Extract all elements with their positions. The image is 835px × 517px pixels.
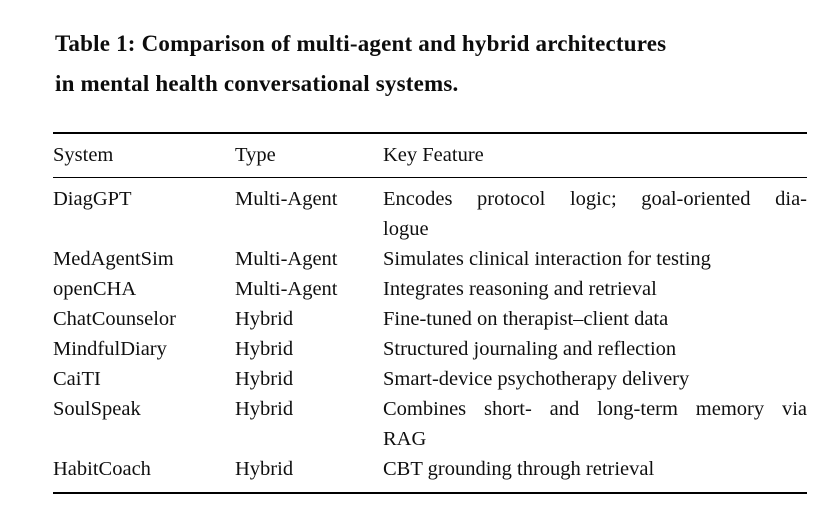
col-header-key-feature: Key Feature — [383, 133, 807, 178]
cell-system: MedAgentSim — [53, 248, 174, 270]
cell-system: DiagGPT — [53, 188, 132, 210]
feature-line: logue — [383, 218, 429, 240]
feature-line: Structured journaling and reflection — [383, 338, 677, 360]
cell-key-feature: Smart-device psychotherapy delivery — [383, 364, 807, 394]
cell-system: SoulSpeak — [53, 398, 141, 420]
table-row: SoulSpeak Hybrid Combines short- and long-… — [53, 394, 807, 454]
table-row: MedAgentSim Multi-Agent Simulates clinical… — [53, 244, 807, 274]
table-row: openCHA Multi-Agent Integrates reasoning a… — [53, 274, 807, 304]
col-header-type: Type — [235, 133, 383, 178]
cell-type: Hybrid — [235, 398, 294, 420]
table-row: MindfulDiary Hybrid Structured journaling … — [53, 334, 807, 364]
feature-line: Integrates reasoning and retrieval — [383, 278, 657, 300]
cell-type: Multi-Agent — [235, 188, 338, 210]
feature-line: Fine-tuned on therapist–client data — [383, 308, 669, 330]
feature-line: Combines short- and long-term memory via — [383, 398, 807, 420]
cell-key-feature: Combines short- and long-term memory via… — [383, 394, 807, 454]
feature-line: Encodes protocol logic; goal-oriented di… — [383, 188, 807, 210]
cell-system: MindfulDiary — [53, 338, 167, 360]
table-row: CaiTI Hybrid Smart-device psychotherapy de… — [53, 364, 807, 394]
cell-type: Hybrid — [235, 368, 294, 390]
cell-system: HabitCoach — [53, 458, 151, 480]
table-row: ChatCounselor Hybrid Fine-tuned on therapi… — [53, 304, 807, 334]
caption-line: in mental health conversational systems. — [55, 71, 459, 96]
feature-line: Smart-device psychotherapy delivery — [383, 368, 690, 390]
cell-system: openCHA — [53, 278, 137, 300]
col-header-system: System — [53, 133, 235, 178]
table-row: DiagGPT Multi-Agent Encodes protocol logic… — [53, 178, 807, 245]
cell-key-feature: Structured journaling and reflection — [383, 334, 807, 364]
cell-type: Hybrid — [235, 308, 294, 330]
cell-key-feature: Encodes protocol logic; goal-oriented di… — [383, 178, 807, 245]
table-caption: Table 1: Comparison of multi-agent and h… — [55, 24, 807, 104]
cell-key-feature: Fine-tuned on therapist–client data — [383, 304, 807, 334]
header-row: System Type Key Feature — [53, 133, 807, 178]
table-header: System Type Key Feature — [53, 133, 807, 178]
caption-line: Table 1: Comparison of multi-agent and h… — [55, 31, 667, 56]
table-row: HabitCoach Hybrid CBT grounding through re… — [53, 454, 807, 493]
feature-line: CBT grounding through retrieval — [383, 458, 655, 480]
cell-key-feature: CBT grounding through retrieval — [383, 454, 807, 493]
feature-line: RAG — [383, 428, 427, 450]
cell-system: CaiTI — [53, 368, 101, 390]
cell-key-feature: Integrates reasoning and retrieval — [383, 274, 807, 304]
cell-type: Hybrid — [235, 458, 294, 480]
cell-key-feature: Simulates clinical interaction for testi… — [383, 244, 807, 274]
cell-type: Hybrid — [235, 338, 294, 360]
cell-system: ChatCounselor — [53, 308, 176, 330]
cell-type: Multi-Agent — [235, 278, 338, 300]
feature-line: Simulates clinical interaction for testi… — [383, 248, 711, 270]
cell-type: Multi-Agent — [235, 248, 338, 270]
comparison-table: System Type Key Feature DiagGPT Multi-Age… — [53, 132, 807, 494]
table-body: DiagGPT Multi-Agent Encodes protocol logic… — [53, 178, 807, 494]
